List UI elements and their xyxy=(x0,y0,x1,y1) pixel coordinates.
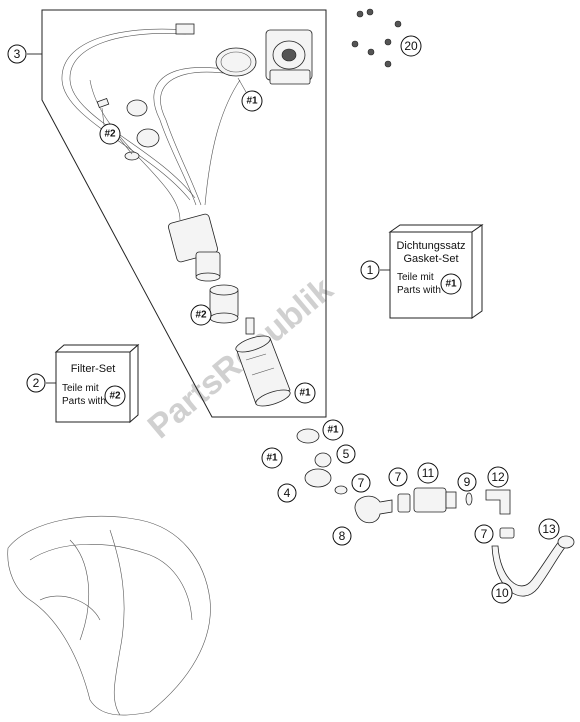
callout-7c: 7 xyxy=(474,524,494,544)
gasket-box-ref: #1 xyxy=(445,279,457,290)
callout-11: 11 xyxy=(417,462,439,484)
leader-ref-1-top xyxy=(237,77,247,93)
svg-text:#1: #1 xyxy=(266,453,278,464)
fuel-filter-housing xyxy=(235,335,291,407)
callout-7b: 7 xyxy=(388,467,408,487)
ref-callout-2-mid: #2 xyxy=(190,304,212,326)
svg-text:7: 7 xyxy=(395,470,402,484)
gasket-box-ref-circle xyxy=(440,273,462,295)
lower-fittings xyxy=(296,428,575,597)
fuel-pump-assembly-outline xyxy=(41,9,327,418)
svg-text:9: 9 xyxy=(464,475,471,489)
gasket-box-line1: Teile mit xyxy=(397,272,434,283)
screws xyxy=(351,8,402,68)
callout-13: 13 xyxy=(538,518,560,540)
callout-3: 3 xyxy=(7,44,27,64)
svg-text:12: 12 xyxy=(491,470,505,484)
svg-text:#2: #2 xyxy=(195,310,207,321)
callout-8: 8 xyxy=(332,526,352,546)
leader-ref-2a xyxy=(101,107,105,126)
callout-9: 9 xyxy=(457,472,477,492)
gasket-box-title2: Gasket-Set xyxy=(403,253,458,265)
filter-box-line1: Teile mit xyxy=(62,383,99,394)
callout-20: 20 xyxy=(400,35,422,57)
callout-1: 1 xyxy=(360,260,380,280)
svg-text:20: 20 xyxy=(404,39,418,53)
pump-flange xyxy=(265,29,313,85)
filter-box-title: Filter-Set xyxy=(71,363,116,375)
filter-box-ref: #2 xyxy=(109,391,121,402)
leader-ref-2b xyxy=(118,137,133,155)
svg-text:1: 1 xyxy=(367,263,374,277)
callout-12: 12 xyxy=(487,466,509,488)
gasket-set-box: Dichtungssatz Gasket-Set Teile mit Parts… xyxy=(388,224,484,319)
filter-box-line2: Parts with xyxy=(62,396,106,407)
svg-text:11: 11 xyxy=(422,466,435,480)
fuel-hoses xyxy=(61,28,241,221)
callout-2: 2 xyxy=(26,373,46,393)
callout-10: 10 xyxy=(491,582,513,604)
sealing-ring xyxy=(215,47,257,77)
filter-box-ref-circle xyxy=(104,385,126,407)
svg-text:#1: #1 xyxy=(299,388,311,399)
ref-callout-1-low-right: #1 xyxy=(322,419,344,441)
hose-connector xyxy=(175,23,195,35)
svg-text:2: 2 xyxy=(33,376,40,390)
svg-text:8: 8 xyxy=(339,529,346,543)
svg-text:#2: #2 xyxy=(104,129,116,140)
gasket-box-line2: Parts with xyxy=(397,285,441,296)
ref-callout-1-mid: #1 xyxy=(294,382,316,404)
callout-7a: 7 xyxy=(351,473,371,493)
ref-callout-1-low-left: #1 xyxy=(261,447,283,469)
svg-text:3: 3 xyxy=(14,47,21,61)
gasket-box-title1: Dichtungssatz xyxy=(396,240,465,252)
svg-text:7: 7 xyxy=(481,527,488,541)
ref-callout-1-top: #1 xyxy=(241,90,263,112)
svg-text:7: 7 xyxy=(358,476,365,490)
callout-5: 5 xyxy=(336,444,356,464)
filter-sleeve xyxy=(209,284,255,335)
ref-callout-2-top: #2 xyxy=(99,123,121,145)
svg-text:5: 5 xyxy=(343,447,350,461)
callout-4: 4 xyxy=(277,483,297,503)
grommets xyxy=(96,97,160,161)
svg-text:4: 4 xyxy=(284,486,291,500)
filter-set-box: Filter-Set Teile mit Parts with #2 xyxy=(54,343,140,424)
fuel-tank-outline xyxy=(7,515,211,716)
sealing-ring-inner xyxy=(220,51,252,73)
svg-text:#1: #1 xyxy=(246,96,258,107)
svg-text:13: 13 xyxy=(542,522,556,536)
svg-text:#1: #1 xyxy=(327,425,339,436)
pump-body xyxy=(168,213,221,282)
svg-text:10: 10 xyxy=(495,586,509,600)
